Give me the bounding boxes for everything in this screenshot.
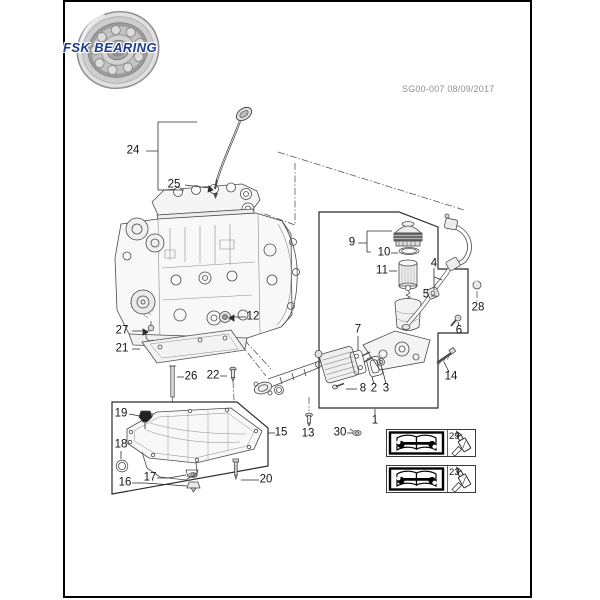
o-ring-drawing bbox=[398, 247, 420, 255]
page-border bbox=[63, 0, 532, 598]
filter-housing-cup bbox=[394, 298, 422, 331]
callout-18: 18 bbox=[114, 438, 128, 451]
legend-row-29 bbox=[386, 429, 476, 457]
oil-pan-box bbox=[111, 401, 269, 495]
callout-30: 30 bbox=[333, 426, 347, 439]
oil-pickup-pipe bbox=[253, 361, 322, 396]
bolt-22 bbox=[229, 366, 237, 382]
callout-5: 5 bbox=[422, 288, 430, 301]
callout-11: 11 bbox=[376, 264, 388, 277]
legend-row-23 bbox=[385, 464, 477, 494]
seal-ring-3 bbox=[377, 358, 385, 366]
callout-24: 24 bbox=[126, 144, 140, 157]
oil-filter-box bbox=[318, 211, 469, 409]
callout-3: 3 bbox=[382, 382, 390, 395]
washer-17 bbox=[188, 472, 198, 478]
bolt-8 bbox=[332, 382, 345, 390]
brand-logo: FSK BEARING bbox=[63, 4, 193, 100]
engine-drawing bbox=[114, 182, 300, 350]
callout-10: 10 bbox=[377, 246, 391, 259]
clip-30 bbox=[349, 428, 362, 436]
callout-17: 17 bbox=[143, 471, 157, 484]
callout-8: 8 bbox=[359, 382, 367, 395]
oil-pan-plug-19 bbox=[138, 410, 153, 429]
callout-13: 13 bbox=[301, 427, 315, 440]
seal-18 bbox=[115, 459, 129, 473]
bolt-13 bbox=[305, 412, 313, 427]
legend-ref-29: 29 bbox=[449, 431, 460, 442]
callout-20: 20 bbox=[259, 473, 273, 486]
brand-name: FSK BEARING bbox=[63, 40, 157, 55]
oil-feed-hose-drawing bbox=[401, 213, 472, 330]
filter-element-drawing bbox=[398, 259, 418, 291]
gasket-2 bbox=[366, 355, 383, 377]
callout-16: 16 bbox=[118, 476, 132, 489]
bolt-20 bbox=[232, 458, 239, 481]
stud-14 bbox=[436, 346, 457, 365]
callout-14: 14 bbox=[444, 370, 458, 383]
callout-19: 19 bbox=[114, 407, 128, 420]
ball-bearing-icon bbox=[76, 10, 160, 90]
callout-2: 2 bbox=[370, 382, 378, 395]
filter-housing-body bbox=[361, 330, 431, 371]
callout-27: 27 bbox=[115, 324, 129, 337]
gasket-7 bbox=[349, 350, 367, 375]
callout-21: 21 bbox=[115, 342, 129, 355]
service-manual-book-wrench-icon bbox=[388, 431, 445, 455]
callout-26: 26 bbox=[184, 370, 198, 383]
callout-9: 9 bbox=[348, 236, 356, 249]
legend-ref-23: 23 bbox=[449, 467, 460, 478]
drain-plug-16 bbox=[186, 481, 201, 493]
callout-28: 28 bbox=[471, 301, 485, 314]
callout-22: 22 bbox=[206, 369, 220, 382]
bolt-6 bbox=[450, 314, 462, 327]
callout-6: 6 bbox=[455, 324, 463, 337]
sealant-applicator-icon bbox=[451, 430, 472, 457]
oil-filter-assembly-drawing bbox=[314, 213, 482, 390]
filter-cap-drawing bbox=[393, 221, 423, 247]
callout-12: 12 bbox=[246, 310, 260, 323]
oil-cooler-drawing bbox=[314, 346, 360, 384]
callout-15: 15 bbox=[274, 426, 288, 439]
leader-lines bbox=[120, 121, 460, 487]
callout-7: 7 bbox=[354, 323, 362, 336]
callout-1: 1 bbox=[371, 414, 379, 427]
doc-code: SG00-007 08/09/2017 bbox=[402, 84, 495, 94]
long-bolt-26 bbox=[169, 365, 176, 398]
callout-4: 4 bbox=[430, 257, 438, 270]
oil-pan-drawing bbox=[115, 407, 263, 493]
oil-pressure-sensor-12 bbox=[219, 311, 231, 323]
callout-25: 25 bbox=[167, 178, 181, 191]
dipstick-drawing bbox=[213, 106, 253, 199]
check-ball-28 bbox=[472, 280, 482, 290]
